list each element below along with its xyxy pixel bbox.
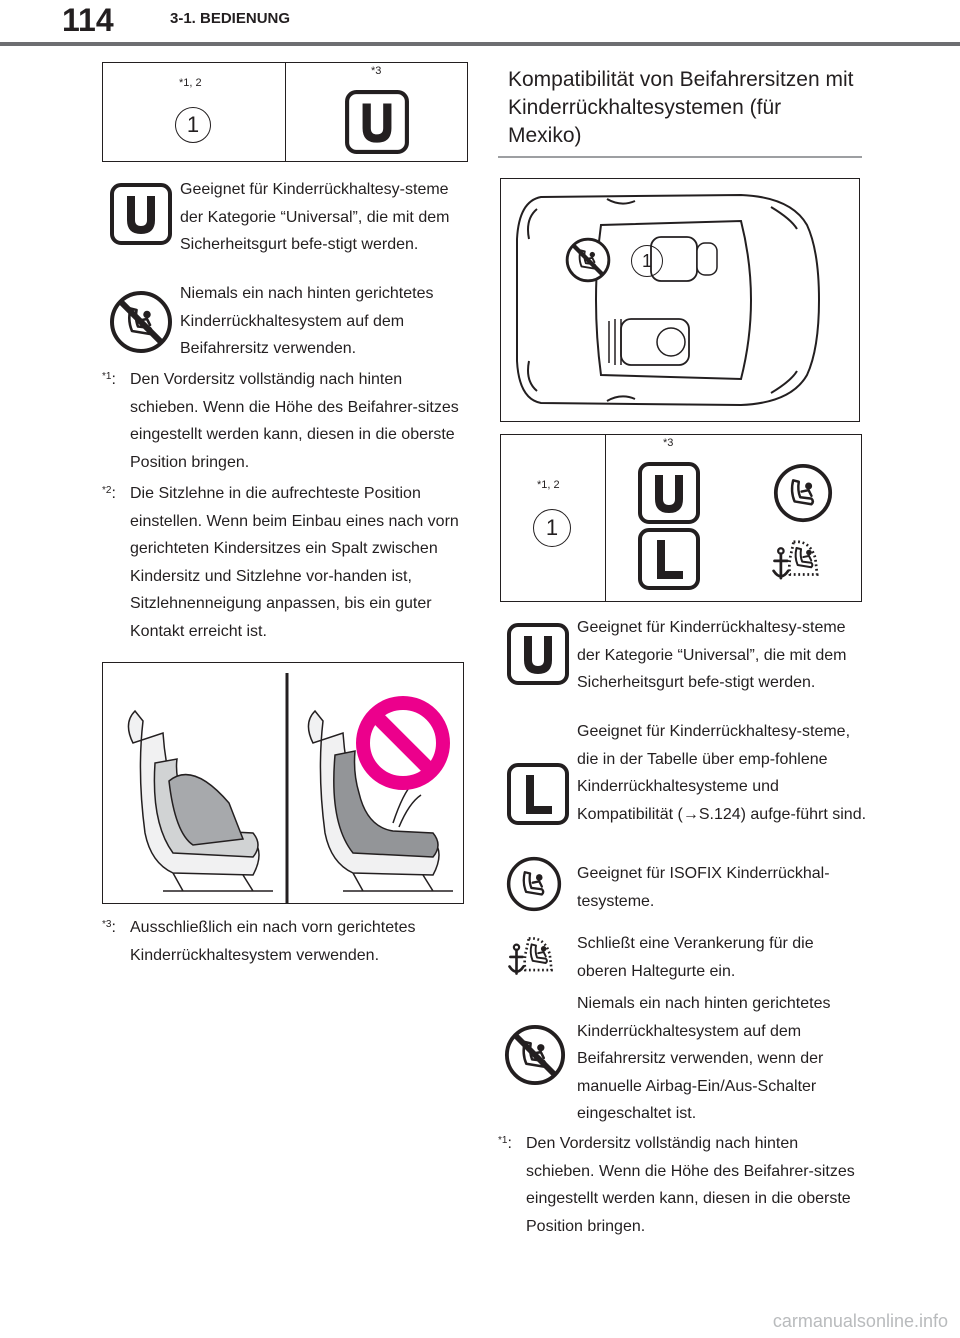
- footnote-text: Den Vordersitz vollständig nach hinten s…: [130, 371, 459, 471]
- no-rear-facing-seat-icon: [504, 1024, 566, 1086]
- table-col1-note: *1, 2: [537, 479, 560, 491]
- legend-text: Niemals ein nach hinten gerichtetes Kind…: [577, 995, 831, 1122]
- seat-number-circle: 1: [631, 245, 663, 277]
- legend-text: Geeignet für Kinderrückhaltesy-steme der…: [180, 181, 450, 253]
- isofix-icon: [773, 463, 833, 523]
- section-header: 3-1. BEDIENUNG: [170, 10, 291, 27]
- page-number: 114: [62, 2, 114, 38]
- section-title: Kompatibilität von Beifahrersitzen mit K…: [508, 68, 854, 147]
- seat-incorrect: [307, 709, 453, 892]
- l-specific-icon: [637, 527, 701, 591]
- legend-text: Schließt eine Verankerung für die oberen…: [577, 935, 814, 980]
- seat-correct: [127, 709, 273, 892]
- watermark: carmanualsonline.info: [772, 1311, 948, 1331]
- top-tether-anchor-icon: [500, 928, 568, 984]
- footnote-text: Den Vordersitz vollständig nach hinten s…: [526, 1135, 855, 1235]
- isofix-icon: [506, 856, 562, 912]
- legend-text: Geeignet für Kinderrückhaltesy-steme, di…: [577, 723, 867, 823]
- footnote-mark: *1:: [102, 371, 116, 388]
- footnote-text: Die Sitzlehne in die aufrechteste Positi…: [130, 485, 459, 640]
- top-tether-anchor-icon: [765, 531, 833, 589]
- car-diagram: 1: [500, 178, 860, 422]
- section-title-rule: [498, 156, 862, 158]
- header-rule: [0, 42, 960, 46]
- u-universal-icon: [637, 461, 701, 525]
- table-divider: [285, 63, 286, 161]
- compat-table-left: *1, 2 1 *3: [102, 62, 468, 162]
- table-divider: [605, 435, 606, 601]
- footnote-mark: *2:: [102, 485, 116, 502]
- table-col2-note: *3: [371, 65, 382, 77]
- car-body: [516, 193, 821, 407]
- l-specific-icon: [506, 762, 570, 826]
- no-rear-facing-seat-icon: [109, 290, 173, 354]
- legend-text: Niemals ein nach hinten gerichtetes Kind…: [180, 285, 434, 357]
- footnote-mark: *1:: [498, 1135, 512, 1152]
- u-universal-icon: [109, 182, 173, 246]
- u-universal-icon: [506, 622, 570, 686]
- legend-text: Geeignet für ISOFIX Kinderrückhal-tesyst…: [577, 865, 830, 910]
- no-rear-facing-seat-icon: [565, 237, 611, 283]
- u-universal-icon: [344, 89, 410, 155]
- seat-number-circle: 1: [175, 107, 211, 143]
- legend-text: Geeignet für Kinderrückhaltesy-steme der…: [577, 619, 847, 691]
- compat-table-right: *1, 2 1 *3: [500, 434, 862, 602]
- footnote-text: Ausschließlich ein nach vorn gerichtetes…: [130, 919, 416, 964]
- table-col1-note: *1, 2: [179, 77, 202, 89]
- footnote-mark: *3:: [102, 919, 116, 936]
- seat-number-circle: 1: [533, 509, 571, 547]
- prohibition-sign: [356, 696, 450, 790]
- table-col2-note: *3: [663, 437, 674, 449]
- seat-illustration: [102, 662, 464, 904]
